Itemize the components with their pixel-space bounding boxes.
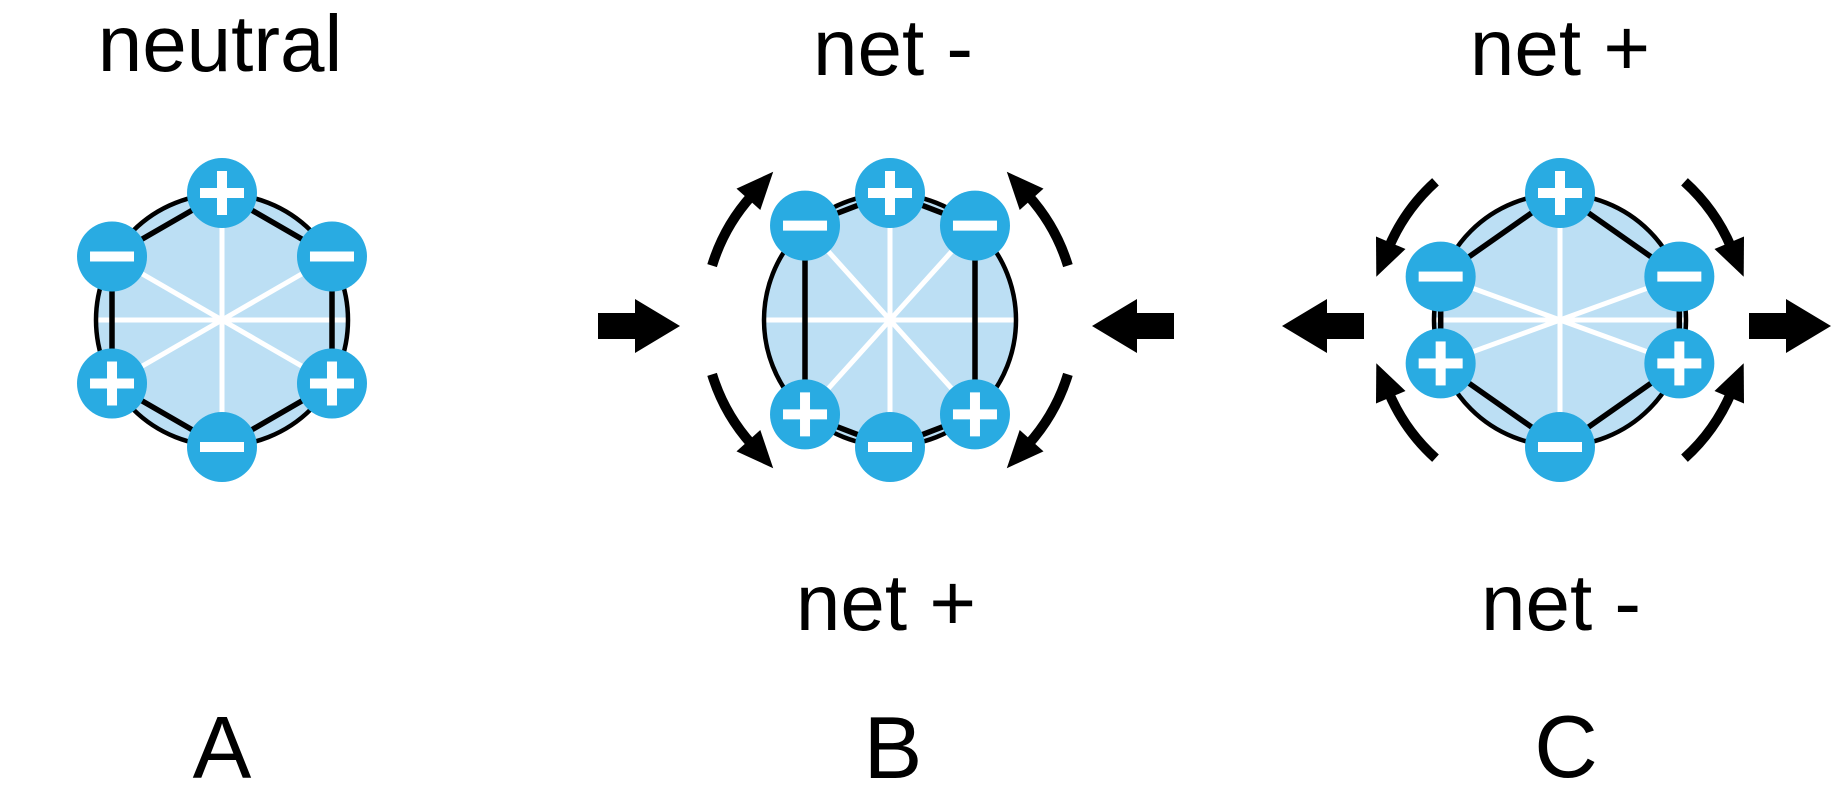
charge-symbol-bar xyxy=(800,392,811,437)
panel-c-top-charge-label: net + xyxy=(1469,3,1651,92)
force-arrow-left-B xyxy=(1092,299,1174,353)
force-arrow-right-C xyxy=(1749,299,1831,353)
force-arrow-right-B xyxy=(598,299,680,353)
charge-symbol-bar xyxy=(200,442,244,452)
force-arrow-left-C xyxy=(1282,299,1364,353)
charge-symbol-bar xyxy=(217,171,227,215)
rotation-arc-B xyxy=(1024,192,1073,268)
rotation-arrowhead-C xyxy=(1714,363,1744,404)
panel-c-letter: C xyxy=(1534,697,1598,796)
charge-symbol-bar xyxy=(969,392,980,437)
rotation-arc-C xyxy=(1384,390,1439,462)
charge-symbol-bar xyxy=(90,251,135,262)
panel-a-letter: A xyxy=(192,698,252,797)
panel-b-bottom-charge-label: net + xyxy=(795,558,977,647)
rotation-arrowhead-C xyxy=(1714,236,1744,277)
panel-c-bottom-charge-label: net - xyxy=(1480,558,1642,647)
charge-symbol-bar xyxy=(1435,341,1446,386)
charge-symbol-bar xyxy=(1418,271,1463,282)
charge-symbol-bar xyxy=(868,442,912,452)
charge-symbol-bar xyxy=(107,361,118,406)
rotation-arrowhead-C xyxy=(1376,363,1406,404)
charge-symbol-bar xyxy=(1555,171,1565,215)
charge-symbol-bar xyxy=(783,220,828,231)
rotation-arrowhead-C xyxy=(1376,236,1406,277)
panel-a-charge-state-label: neutral xyxy=(97,0,343,88)
rotation-arrowhead-B xyxy=(1006,171,1044,210)
rotation-arrowhead-B xyxy=(1006,430,1044,469)
rotation-arc-B xyxy=(707,372,756,448)
charge-symbol-bar xyxy=(885,171,895,215)
charge-symbol-bar xyxy=(952,220,997,231)
charge-symbol-bar xyxy=(326,361,337,406)
charge-symbol-bar xyxy=(1674,341,1685,386)
rotation-arc-C xyxy=(1681,390,1736,462)
panel-b-top-charge-label: net - xyxy=(812,3,974,92)
panel-b-letter: B xyxy=(863,698,923,797)
rotation-arc-C xyxy=(1681,178,1736,250)
rotation-arc-B xyxy=(1024,372,1073,448)
charge-symbol-bar xyxy=(1657,271,1702,282)
rotation-arrowhead-B xyxy=(736,171,774,210)
charge-symbol-bar xyxy=(309,251,354,262)
rotation-arc-B xyxy=(707,192,756,268)
rotation-arc-C xyxy=(1384,178,1439,250)
rotation-arrowhead-B xyxy=(736,430,774,469)
charge-symbol-bar xyxy=(1538,442,1582,452)
